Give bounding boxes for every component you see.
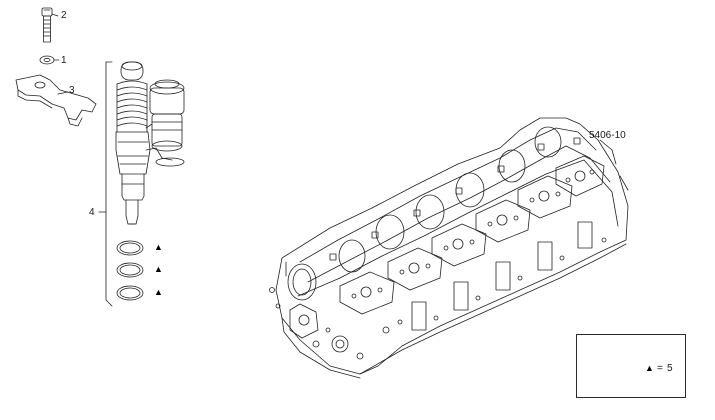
legend-equals: = [657,363,663,374]
legend-quantity: 5 [667,363,673,374]
clamp-bracket-part [15,74,97,127]
screw-part [41,7,59,43]
assembly-bracket-line [98,61,113,307]
callout-2: 2 [61,10,67,21]
washer-part [39,55,60,65]
callout-1: 1 [61,55,67,66]
seal-marker-1: ▲ [154,242,163,252]
seal-ring-3 [116,285,144,301]
seal-marker-3: ▲ [154,287,163,297]
seal-ring-2 [116,262,144,278]
cylinder-head-part [269,117,629,379]
legend-box [576,334,686,398]
seal-ring-1 [116,240,144,256]
legend-symbol: ▲ [645,363,654,373]
pump-injector-part [115,61,185,225]
callout-4: 4 [89,207,95,218]
callout-3: 3 [69,85,75,96]
reference-code: 5406-10 [589,130,626,141]
seal-marker-2: ▲ [154,264,163,274]
